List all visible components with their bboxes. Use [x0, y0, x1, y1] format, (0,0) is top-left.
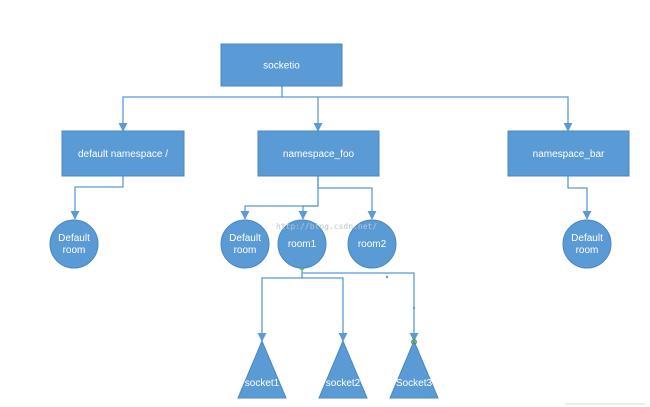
connector-ns-default-room: [70, 176, 124, 220]
watermark-text: http://blog.csdn.net/: [276, 222, 377, 231]
room-default-3-line2: room: [576, 245, 599, 256]
connector-ns-foo-room2: [317, 176, 377, 220]
root-label: socketio: [263, 61, 300, 72]
connector-ns-foo-default-room: [240, 176, 319, 220]
connector-ns-foo-room1: [298, 205, 318, 220]
connector-root-ns-foo: [282, 96, 323, 132]
namespace-node-default: default namespace /: [61, 130, 185, 177]
room-default-2-line2: room: [234, 245, 257, 256]
connectors: [70, 86, 592, 342]
socket-node-1: socket1: [237, 339, 287, 399]
connector-room1-socket3: [302, 272, 419, 342]
namespace-bar-label: namespace_bar: [533, 149, 605, 160]
room-default-3-line1: Default: [571, 233, 603, 244]
room-node-default-1: Default room: [49, 219, 99, 269]
connector-room1-socket1: [257, 269, 303, 342]
room-default-2-line1: Default: [229, 233, 261, 244]
namespace-node-bar: namespace_bar: [507, 130, 630, 177]
room-node-default-3: Default room: [562, 219, 612, 269]
joint-dot-right: [412, 306, 416, 310]
connector-root-ns-bar: [318, 96, 573, 132]
room-node-default-2: Default room: [220, 219, 270, 269]
socket-node-2: socket2: [318, 339, 368, 399]
room-node-room1: room1: [277, 219, 327, 269]
connector-root-ns-default: [118, 86, 283, 132]
room2-label: room2: [358, 239, 387, 250]
root-node: socketio: [220, 43, 343, 87]
namespace-foo-label: namespace_foo: [283, 149, 355, 160]
joint-dot-mid: [385, 275, 389, 279]
connector-room1-socket2: [302, 277, 348, 342]
room-default-1-line1: Default: [58, 233, 90, 244]
socket3-label: Socket3: [396, 378, 433, 389]
namespace-default-label: default namespace /: [78, 149, 168, 160]
socket2-label: socket2: [326, 378, 361, 389]
room-node-room2: room2: [347, 219, 397, 269]
socket1-label: socket1: [245, 378, 280, 389]
socket-node-3: Socket3: [389, 339, 439, 399]
room1-label: room1: [288, 239, 317, 250]
room-default-1-line2: room: [63, 245, 86, 256]
namespace-node-foo: namespace_foo: [257, 130, 380, 177]
connector-ns-bar-room: [567, 176, 592, 220]
